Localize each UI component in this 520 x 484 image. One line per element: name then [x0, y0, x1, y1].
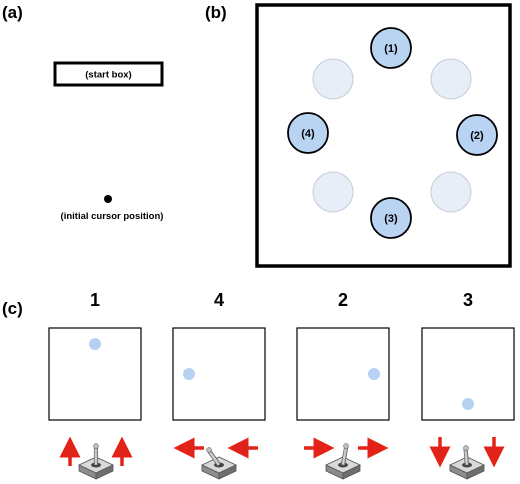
trial-1: 1	[48, 290, 142, 480]
target-1	[370, 27, 412, 69]
panel-a-label: (a)	[2, 3, 23, 22]
joystick-icon	[325, 443, 361, 480]
trial-4-number: 4	[214, 290, 224, 310]
panel-c: (c) 1 4	[2, 290, 515, 480]
trial-2-number: 2	[338, 290, 348, 310]
initial-cursor-dot	[104, 195, 112, 203]
start-box	[53, 61, 164, 87]
inactive-target	[430, 171, 472, 213]
trial-2: 2	[296, 290, 390, 480]
target-4	[287, 112, 329, 154]
inactive-target	[312, 58, 354, 100]
panel-a: (a) (start box) (initial cursor position…	[2, 3, 164, 222]
joystick-icon	[201, 447, 237, 480]
joystick-icon	[449, 445, 485, 480]
start-box-label: (start box)	[85, 70, 131, 81]
target-4-label: (4)	[301, 128, 315, 140]
panel-c-label: (c)	[2, 299, 23, 318]
target-3-label: (3)	[384, 213, 398, 225]
cursor-label: (initial cursor position)	[61, 211, 164, 222]
panel-b: (b) (1) (2) (3) (4)	[205, 3, 512, 268]
trial-4: 4	[172, 290, 266, 480]
target-2	[456, 114, 498, 156]
trial-4-target-dot	[183, 368, 195, 380]
trial-4-screen	[172, 327, 266, 421]
joystick-icon	[78, 443, 114, 480]
trial-1-number: 1	[90, 290, 100, 310]
trial-3-number: 3	[463, 290, 473, 310]
trial-1-target-dot	[89, 338, 101, 350]
trial-2-target-dot	[368, 368, 380, 380]
trial-3: 3	[421, 290, 515, 480]
inactive-target	[430, 58, 472, 100]
target-1-label: (1)	[384, 43, 398, 55]
target-3	[370, 197, 412, 239]
inactive-target	[312, 171, 354, 213]
panel-b-label: (b)	[205, 3, 227, 22]
trial-3-target-dot	[462, 398, 474, 410]
target-2-label: (2)	[470, 130, 484, 142]
